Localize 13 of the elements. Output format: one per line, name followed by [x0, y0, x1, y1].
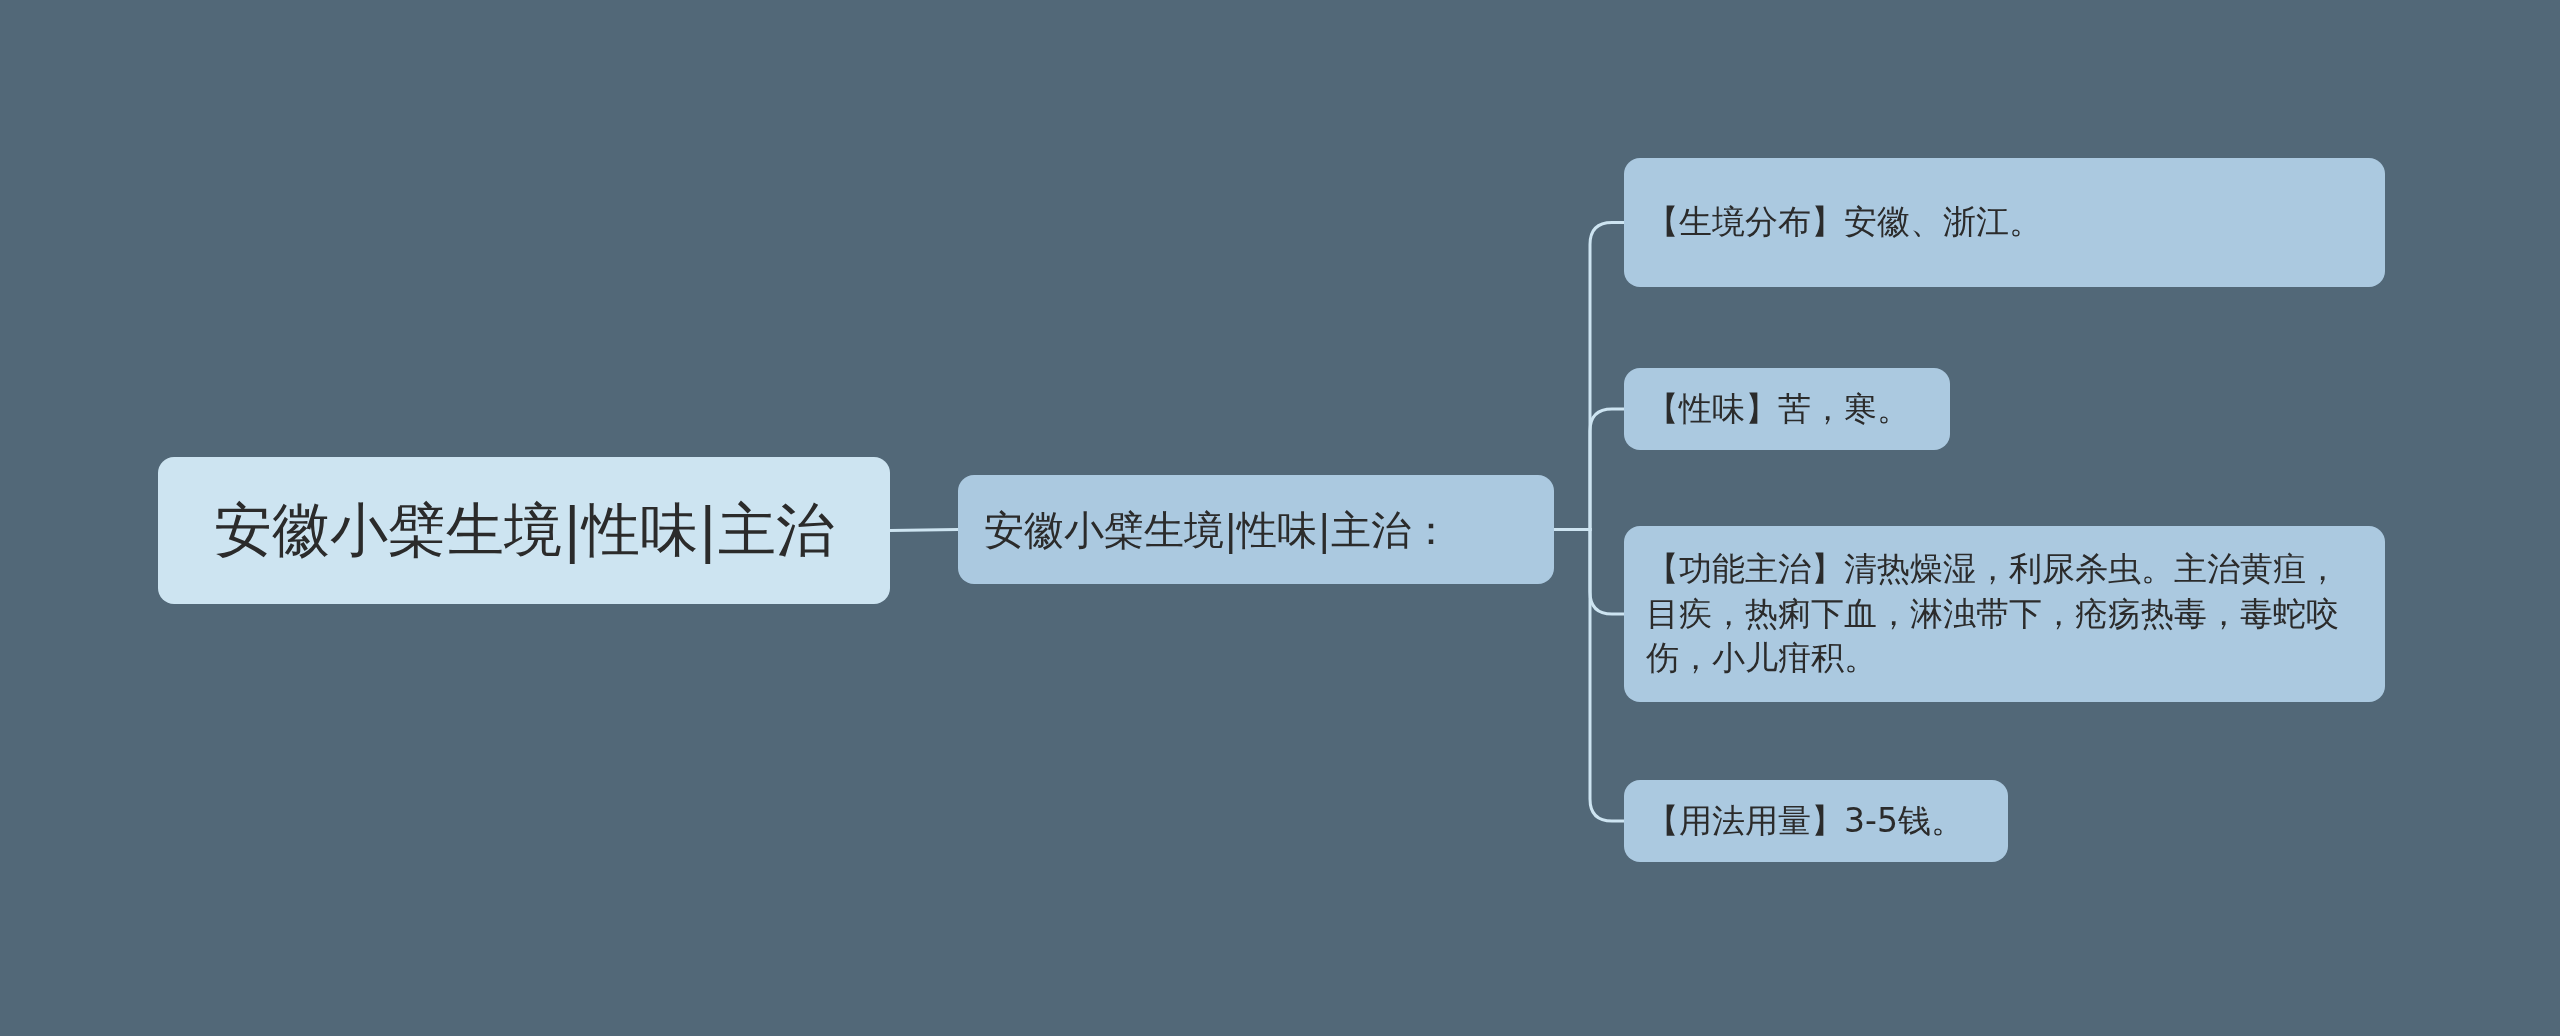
topic-text: 安徽小檗生境|性味|主治 [214, 495, 834, 567]
topic-text: 【生境分布】安徽、浙江。 [1646, 201, 2042, 244]
topic-text: 安徽小檗生境|性味|主治： [984, 505, 1451, 556]
topic-box [158, 457, 890, 604]
topic-text: 【用法用量】3-5钱。 [1646, 799, 1964, 842]
topic-box [1624, 526, 2385, 702]
topic-box [1624, 368, 1950, 450]
topic-box [1624, 158, 2385, 287]
topic-text: 【功能主治】清热燥湿，利尿杀虫。主治黄疸，目疾，热痢下血，淋浊带下，疮疡热毒，毒蛇咬伤，小儿疳积。 [1646, 548, 2340, 680]
topic-text: 【性味】苦，寒。 [1646, 387, 1910, 430]
topic-box [958, 475, 1554, 584]
connector-line [889, 528, 959, 532]
topic-box [1624, 780, 2008, 862]
